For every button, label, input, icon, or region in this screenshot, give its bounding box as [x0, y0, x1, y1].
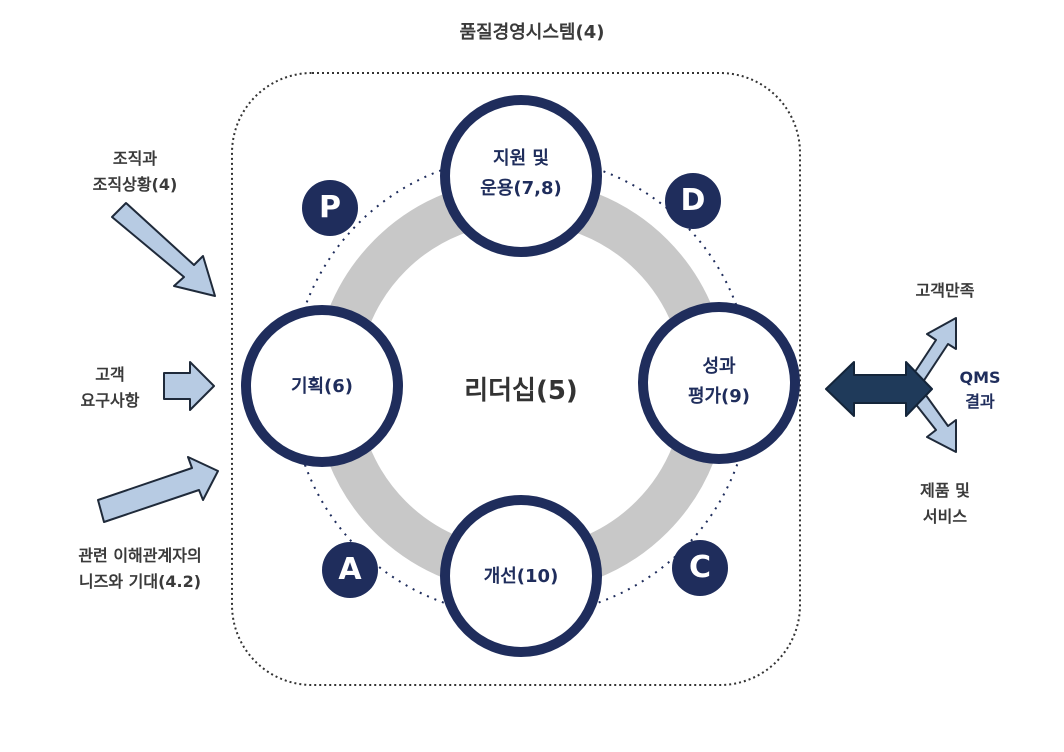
- stakeholder-needs-arrow: [97, 456, 219, 523]
- node-planning-label: 기획(6): [252, 372, 392, 402]
- node-improvement-label: 개선(10): [451, 562, 591, 592]
- node-support-label: 지원 및 운용(7,8): [451, 144, 591, 204]
- products-services-line2: 서비스: [922, 507, 968, 526]
- qms-results-line1: QMS: [959, 368, 1001, 387]
- products-services-label: 제품 및 서비스: [890, 478, 1000, 530]
- qms-results-line2: 결과: [965, 392, 995, 411]
- node-planning-circle: [241, 305, 403, 467]
- node-evaluation-circle: [638, 302, 800, 464]
- customer-satisfaction-label: 고객만족: [915, 281, 975, 300]
- node-improvement-circle: [440, 495, 602, 657]
- customer-requirements-arrow: [163, 361, 215, 411]
- org-context-line1: 조직과: [112, 149, 158, 168]
- node-evaluation-line1: 성과: [702, 356, 736, 377]
- diagram-title: 품질경영시스템(4): [459, 22, 605, 43]
- node-improvement-line1: 개선(10): [483, 566, 559, 587]
- node-support-line2: 운용(7,8): [480, 178, 562, 199]
- node-planning-line1: 기획(6): [290, 376, 354, 397]
- products-services-line1: 제품 및: [920, 481, 970, 500]
- node-evaluation-line2: 평가(9): [687, 386, 751, 407]
- qms-boundary: [231, 72, 801, 686]
- badge-plan: P: [302, 180, 358, 236]
- customer-requirements-line2: 요구사항: [80, 391, 140, 410]
- org-context-arrow: [111, 202, 216, 297]
- stakeholder-needs-line1: 관련 이해관계자의: [78, 546, 202, 565]
- stakeholder-needs-line2: 니즈와 기대(4.2): [78, 572, 202, 591]
- stakeholder-needs-label: 관련 이해관계자의 니즈와 기대(4.2): [40, 543, 240, 595]
- node-support-line1: 지원 및: [493, 148, 549, 169]
- node-evaluation-label: 성과 평가(9): [649, 352, 789, 412]
- org-context-label: 조직과 조직상황(4): [60, 146, 210, 198]
- org-context-line2: 조직상황(4): [92, 175, 178, 194]
- badge-check: C: [672, 540, 728, 596]
- customer-requirements-label: 고객 요구사항: [60, 362, 160, 414]
- qms-results-label: QMS 결과: [940, 366, 1020, 414]
- customer-requirements-line1: 고객: [95, 365, 125, 384]
- qms-double-arrow: [825, 361, 933, 417]
- badge-do: D: [665, 173, 721, 229]
- leadership-label: 리더십(5): [464, 376, 578, 406]
- node-support-circle: [440, 95, 602, 257]
- badge-act: A: [322, 542, 378, 598]
